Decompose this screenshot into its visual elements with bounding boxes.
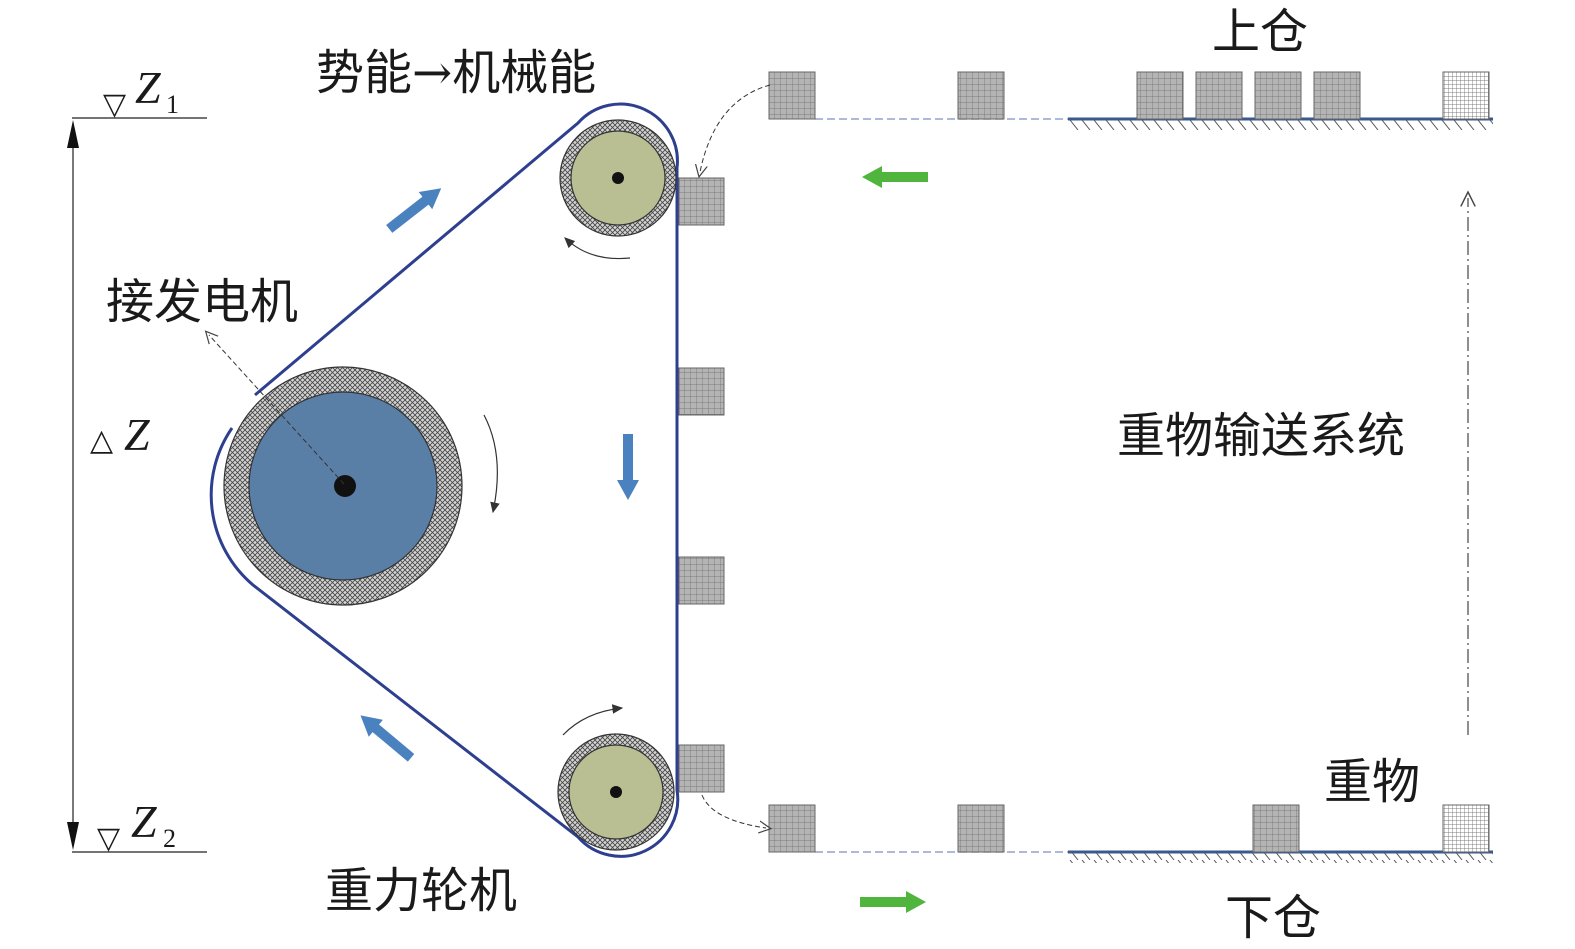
rotation-arrow-upper-icon: [564, 237, 631, 260]
upper-block: [768, 71, 816, 120]
green-arrow-left-icon: [862, 166, 928, 188]
belt-block: [678, 744, 725, 793]
lower-block-partial: [1442, 804, 1490, 853]
z2-subscript: 2: [163, 824, 176, 853]
weight-label: 重物: [1324, 754, 1420, 810]
blue-arrow-up-right-icon: [386, 188, 442, 233]
lower-bin-label: 下仓: [1225, 890, 1321, 946]
elevation-scale: ▽ Z 1 △ Z ▽ Z 2: [67, 62, 207, 856]
belt-block: [678, 177, 725, 226]
gravity-turbine: [209, 102, 680, 858]
upper-small-wheel: [559, 119, 677, 237]
z1-datum-icon: ▽: [103, 87, 126, 122]
blue-arrow-down-icon: [617, 434, 639, 500]
green-arrow-right-icon: [860, 891, 926, 913]
weight-conveyor-label: 重物输送系统: [1117, 408, 1405, 464]
delta-icon: △: [90, 423, 113, 458]
belt-blocks: [678, 177, 725, 793]
upper-block: [1195, 71, 1243, 120]
lower-transfer-arrow-icon: [701, 794, 766, 828]
z2-symbol: Z: [131, 796, 157, 847]
upper-block: [957, 71, 1005, 120]
upper-transfer-arrow-icon: [700, 84, 771, 172]
dimension-arrow-up-icon: [67, 120, 79, 148]
lower-bin: [701, 794, 1493, 913]
lower-block: [768, 804, 816, 853]
upper-block: [1313, 71, 1361, 120]
large-wheel: [223, 366, 463, 606]
generator-label: 接发电机: [106, 274, 298, 330]
belt-block: [678, 367, 725, 416]
upper-bin-label: 上仓: [1212, 4, 1308, 60]
dimension-arrow-down-icon: [67, 822, 79, 850]
upper-block-partial: [1442, 71, 1490, 120]
lower-small-wheel: [557, 733, 675, 851]
z1-symbol: Z: [135, 62, 161, 113]
lower-hatch: [1068, 853, 1493, 863]
upper-block: [1136, 71, 1184, 120]
lower-block: [1252, 804, 1300, 853]
upper-bin: [700, 71, 1493, 188]
gravity-turbine-label: 重力轮机: [325, 863, 517, 919]
energy-conversion-label: 势能→机械能: [316, 45, 596, 101]
blue-motion-arrows: [360, 188, 639, 762]
delta-z-symbol: Z: [124, 409, 150, 460]
z1-subscript: 1: [166, 90, 179, 119]
blue-arrow-up-left-icon: [360, 715, 415, 762]
upper-block: [1254, 71, 1302, 120]
rotation-arrow-lower-icon: [562, 704, 624, 736]
z2-datum-icon: ▽: [97, 821, 120, 856]
upper-hatch: [1068, 120, 1493, 130]
lower-block: [957, 804, 1005, 853]
generator-leader-line: [209, 335, 345, 485]
rotation-arrow-large-icon: [483, 414, 500, 514]
belt-block: [678, 556, 725, 605]
conveyor-belt: [209, 102, 680, 858]
